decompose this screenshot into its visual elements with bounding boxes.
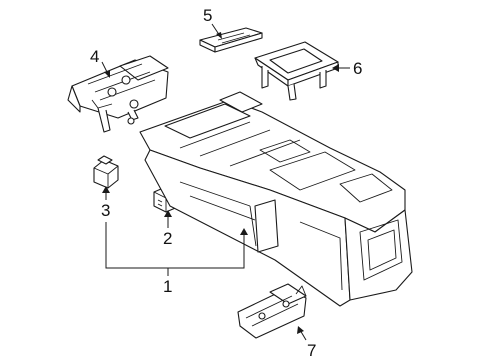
part-3-switch — [93, 155, 119, 189]
callout-1: 1 — [163, 277, 172, 296]
part-4-bracket — [67, 55, 169, 133]
part-7-bracket — [237, 283, 307, 339]
part-6-bezel — [254, 41, 339, 101]
leader-lines — [101, 23, 350, 341]
callout-6: 6 — [353, 59, 362, 78]
callout-2: 2 — [163, 229, 172, 248]
part-5-pad — [199, 27, 263, 53]
callout-5: 5 — [203, 6, 212, 25]
part-1-center-console — [139, 91, 413, 307]
callout-3: 3 — [101, 201, 110, 220]
callout-4: 4 — [90, 47, 99, 66]
callout-7: 7 — [307, 341, 316, 360]
